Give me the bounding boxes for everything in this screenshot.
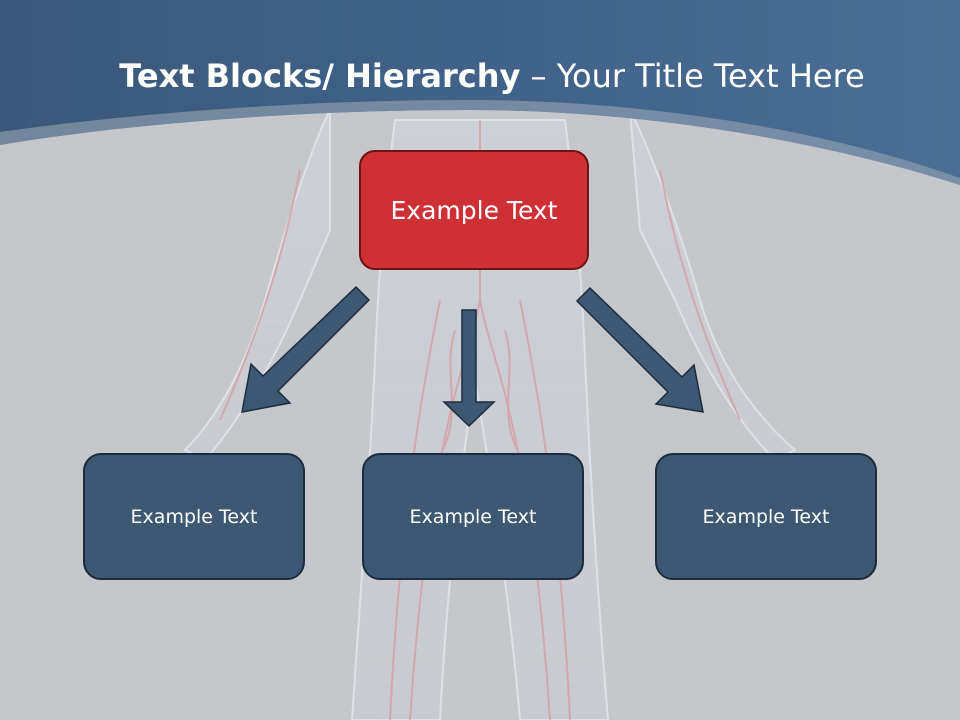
top-block[interactable]: Example Text <box>359 150 589 270</box>
header-swoosh <box>0 100 960 185</box>
title-regular-part: – Your Title Text Here <box>530 57 865 95</box>
top-block-label: Example Text <box>390 195 558 225</box>
header-band <box>0 0 960 185</box>
child-block-right[interactable]: Example Text <box>655 453 877 580</box>
child-block-middle[interactable]: Example Text <box>362 453 584 580</box>
slide-title: Text Blocks/ Hierarchy – Your Title Text… <box>0 52 960 100</box>
child-block-left-label: Example Text <box>130 505 258 528</box>
arrow-middle <box>442 309 496 428</box>
child-block-middle-label: Example Text <box>409 505 537 528</box>
arrow-left <box>241 285 371 413</box>
title-bold-part: Text Blocks/ Hierarchy <box>119 57 521 95</box>
child-block-right-label: Example Text <box>702 505 830 528</box>
child-block-left[interactable]: Example Text <box>83 453 305 580</box>
arrow-right <box>575 286 704 413</box>
